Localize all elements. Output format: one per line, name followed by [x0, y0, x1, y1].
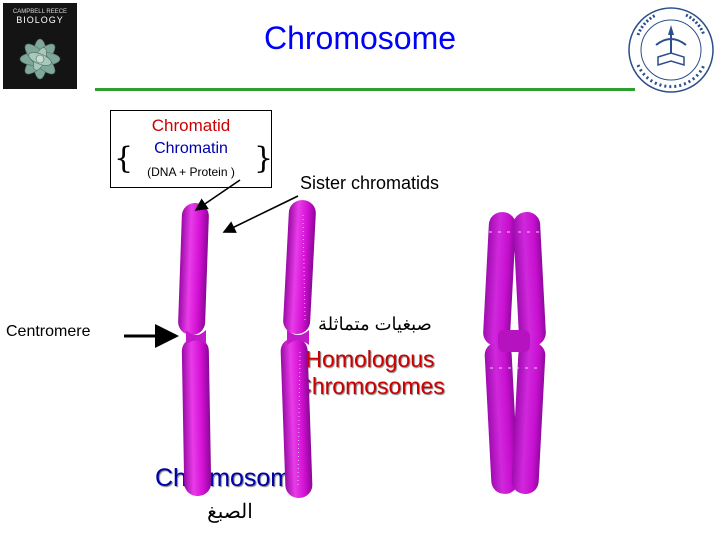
succulent-plant-icon	[19, 38, 61, 80]
homologous-line-1: Homologous	[305, 346, 435, 372]
right-brace-icon: }	[254, 141, 274, 176]
university-seal-icon	[628, 7, 714, 93]
dna-protein-label: (DNA + Protein )	[147, 165, 235, 179]
chromosome-label: Chromosome	[154, 464, 306, 492]
book-cover-icon: CAMPBELL REECE BIOLOGY	[3, 3, 77, 89]
homologous-line-2: Chromosomes	[295, 373, 445, 399]
chromatid-arrow-1	[194, 179, 241, 211]
chromatid-definition-box: Chromatid Chromatin (DNA + Protein )	[110, 110, 272, 188]
left-brace-icon: {	[114, 141, 134, 176]
chromatid-middle	[280, 200, 316, 498]
arabic-homologous-label: صبغيات متماثلة	[318, 314, 432, 334]
book-title: BIOLOGY	[16, 15, 64, 25]
sister-chromatids-label: Sister chromatids	[300, 173, 440, 193]
chromatid-arrow-2	[222, 195, 299, 233]
arabic-chromosome-label: الصبغ	[207, 501, 253, 523]
chromatin-label: Chromatin	[154, 140, 228, 157]
pointer-arrows	[124, 179, 299, 348]
page-title: Chromosome	[263, 20, 457, 56]
title-divider	[95, 88, 635, 91]
x-shaped-chromosome	[483, 212, 546, 494]
book-title-small: CAMPBELL REECE	[12, 9, 68, 15]
homologous-chromosomes-label: Homologous Chromosomes	[270, 346, 470, 400]
chromatid-label: Chromatid	[151, 116, 231, 135]
centromere-label: Centromere	[6, 323, 91, 340]
chromatid-left	[178, 203, 212, 496]
